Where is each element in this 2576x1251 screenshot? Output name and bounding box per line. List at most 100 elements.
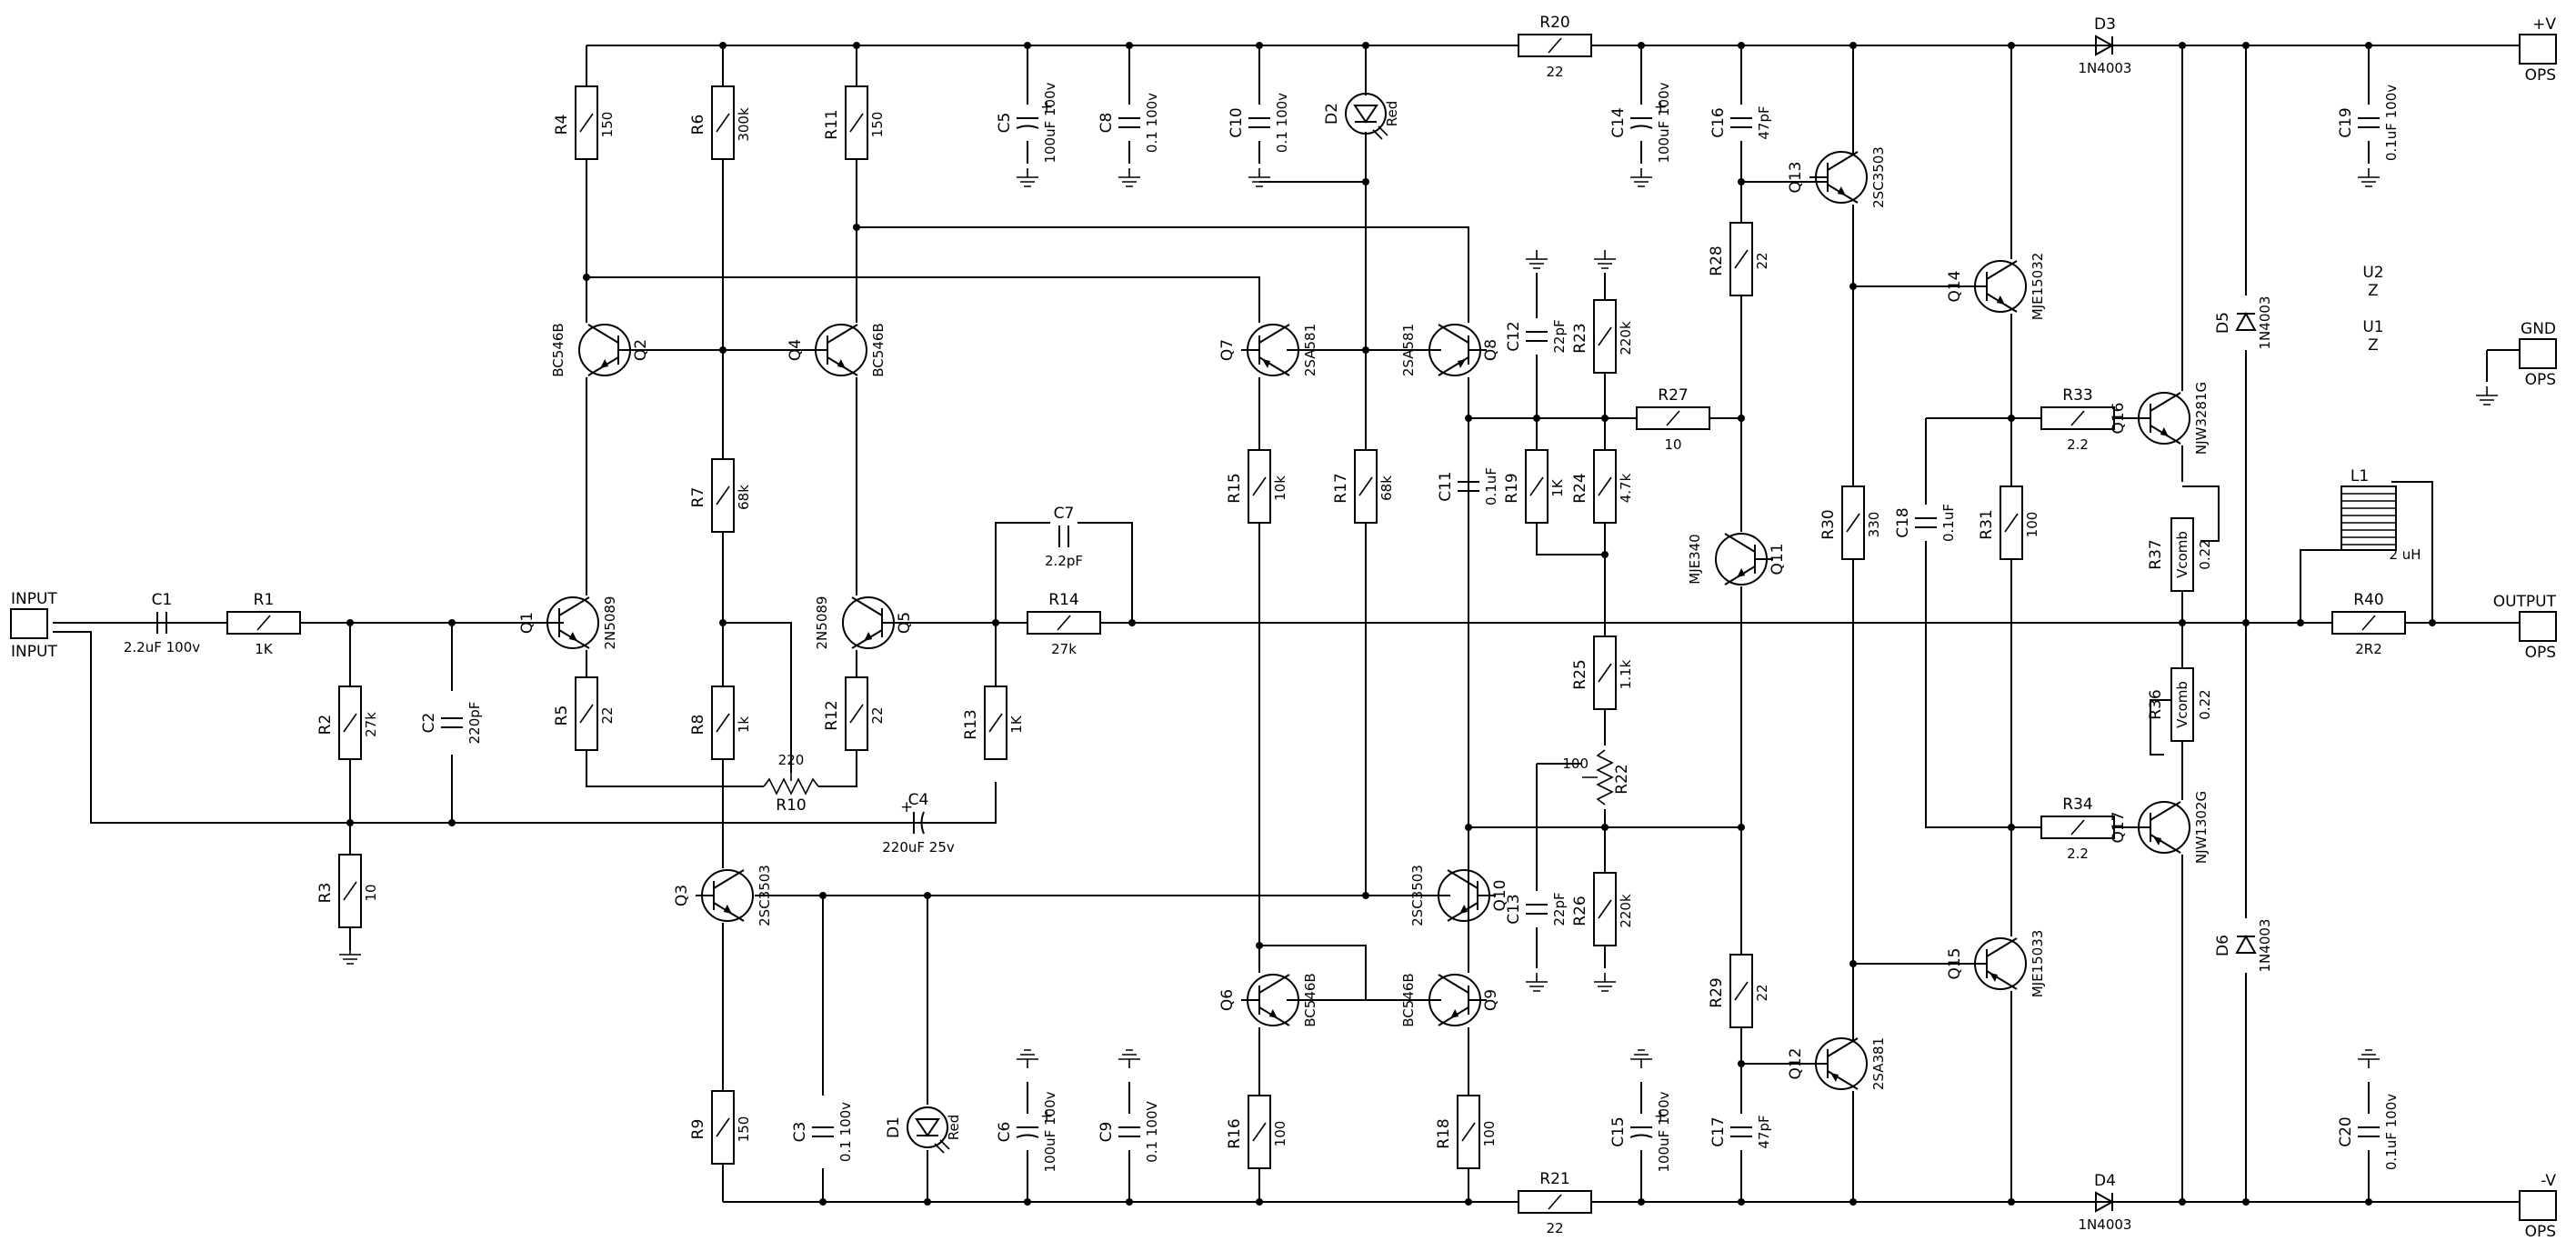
- transistor-ref: Q7: [1218, 339, 1237, 361]
- transistor-ref: Q10: [1491, 879, 1509, 911]
- capacitor-ref: C16: [1709, 107, 1728, 138]
- capacitor-value: 2.2pF: [1045, 553, 1083, 569]
- diode-ref: D3: [2094, 15, 2116, 34]
- capacitor-value: 0.1 100v: [1144, 93, 1160, 153]
- ground-symbol: [2358, 1049, 2380, 1068]
- connector-type: OPS: [2525, 371, 2556, 389]
- resistor-value: 100: [1481, 1121, 1498, 1147]
- resistor-ref: R7: [689, 487, 707, 508]
- diode-part: 1N4003: [2079, 1216, 2132, 1233]
- capacitor-ref: C9: [1098, 1122, 1116, 1143]
- annotation-text: U2: [2362, 264, 2383, 282]
- capacitor-value: 47pF: [1756, 1115, 1772, 1148]
- transistor-ref: Q3: [673, 885, 691, 906]
- resistor-value: 68k: [736, 485, 752, 510]
- capacitor-value: 100uF 100v: [1042, 82, 1058, 163]
- transistor-part: MJE340: [1687, 534, 1703, 584]
- resistor-ref: R31: [1978, 509, 1996, 539]
- transistor-part: 2N5089: [602, 596, 618, 650]
- transistor-part: BC546B: [870, 323, 887, 376]
- polarity-mark: +: [1040, 98, 1053, 116]
- ground-symbol: [1594, 973, 1616, 992]
- resistor-ref: R30: [1819, 509, 1838, 539]
- ground-symbol: [1017, 168, 1038, 187]
- capacitor-ref: C5: [996, 113, 1014, 134]
- ground-symbol: [1526, 973, 1548, 992]
- capacitor-ref: C13: [1505, 894, 1523, 925]
- capacitor-ref: C1: [152, 591, 173, 609]
- capacitor-c1: C12.2uF 100v: [124, 591, 200, 656]
- capacitor-value: 0.1uF: [1483, 467, 1499, 505]
- transistor-q10: Q10 2SC3503: [1409, 865, 1509, 926]
- pot-value: 100: [1562, 756, 1589, 772]
- transistor-ref: Q13: [1787, 161, 1805, 193]
- resistor-ref: R19: [1503, 473, 1521, 503]
- resistor-ref: R24: [1571, 473, 1589, 503]
- capacitor-ref: C12: [1505, 321, 1523, 352]
- capacitor-value: 0.1uF 100v: [2383, 1094, 2400, 1170]
- annotation-label: U2: [2362, 264, 2383, 282]
- resistor-value: 2.2: [2067, 436, 2089, 453]
- transistor-part: MJE15033: [2030, 930, 2046, 998]
- ground-symbol: [1594, 250, 1616, 269]
- ground-symbol: [2476, 386, 2498, 405]
- resistor-ref: R29: [1708, 977, 1726, 1007]
- resistor-value: 22: [1546, 1220, 1563, 1236]
- transistor-ref: Q2: [632, 339, 650, 361]
- transistor-ref: Q12: [1787, 1047, 1805, 1079]
- transistor-part: NJW3281G: [2193, 382, 2210, 455]
- connector-name: -V: [2541, 1172, 2556, 1190]
- ground-symbol: [2358, 168, 2380, 187]
- resistor-value: 150: [599, 112, 616, 138]
- capacitor-value: 220uF 25v: [882, 839, 955, 856]
- transistor-ref: Q16: [2110, 402, 2128, 434]
- capacitor-ref: C20: [2337, 1116, 2355, 1147]
- capacitor-ref: C10: [1228, 107, 1246, 138]
- transistor-part: 2SC3503: [1409, 865, 1426, 926]
- polarity-mark: +: [1654, 98, 1667, 116]
- resistor-ref: R27: [1658, 386, 1688, 405]
- resistor-ref: R12: [823, 700, 841, 730]
- ground-symbol: [1118, 168, 1140, 187]
- diode-ref: D4: [2094, 1172, 2116, 1190]
- capacitor-ref: C3: [791, 1122, 809, 1143]
- resistor-value: 150: [869, 112, 886, 138]
- capacitor-value: 22pF: [1551, 319, 1568, 353]
- transistor-ref: Q6: [1218, 989, 1237, 1011]
